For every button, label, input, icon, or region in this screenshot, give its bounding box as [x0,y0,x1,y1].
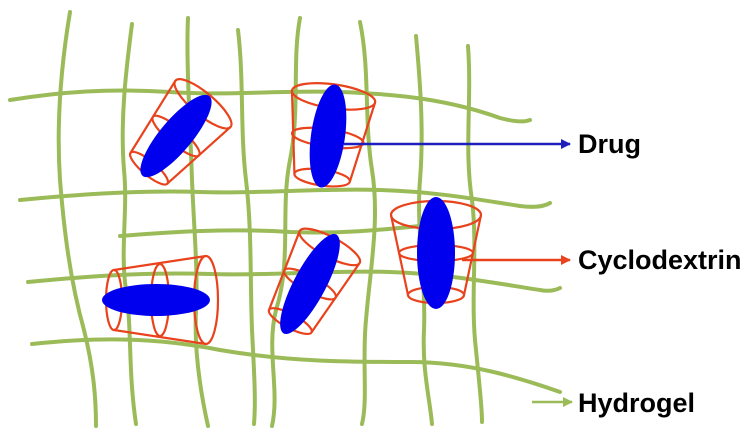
hydrogel-fiber [123,24,136,424]
drug-molecule [130,86,221,186]
hydrogel-fiber [10,90,530,121]
label-hydrogel: Hydrogel [578,388,695,418]
label-drug: Drug [578,129,641,159]
hydrogel-fiber [238,30,255,424]
hydrogel-fiber [59,12,96,426]
hydrogel-fiber [187,18,208,426]
cd-complex-4 [102,256,218,344]
drug-molecule [304,82,352,190]
cd-complex-2 [279,79,377,194]
hydrogel-fiber [272,18,300,426]
cd-complex-5 [254,219,367,350]
cd-complex-3 [391,197,481,309]
hydrogel-network [10,12,572,426]
label-cyclodextrin: Cyclodextrin [578,245,742,275]
drug-molecule [102,284,210,316]
drug-molecule [417,197,455,309]
